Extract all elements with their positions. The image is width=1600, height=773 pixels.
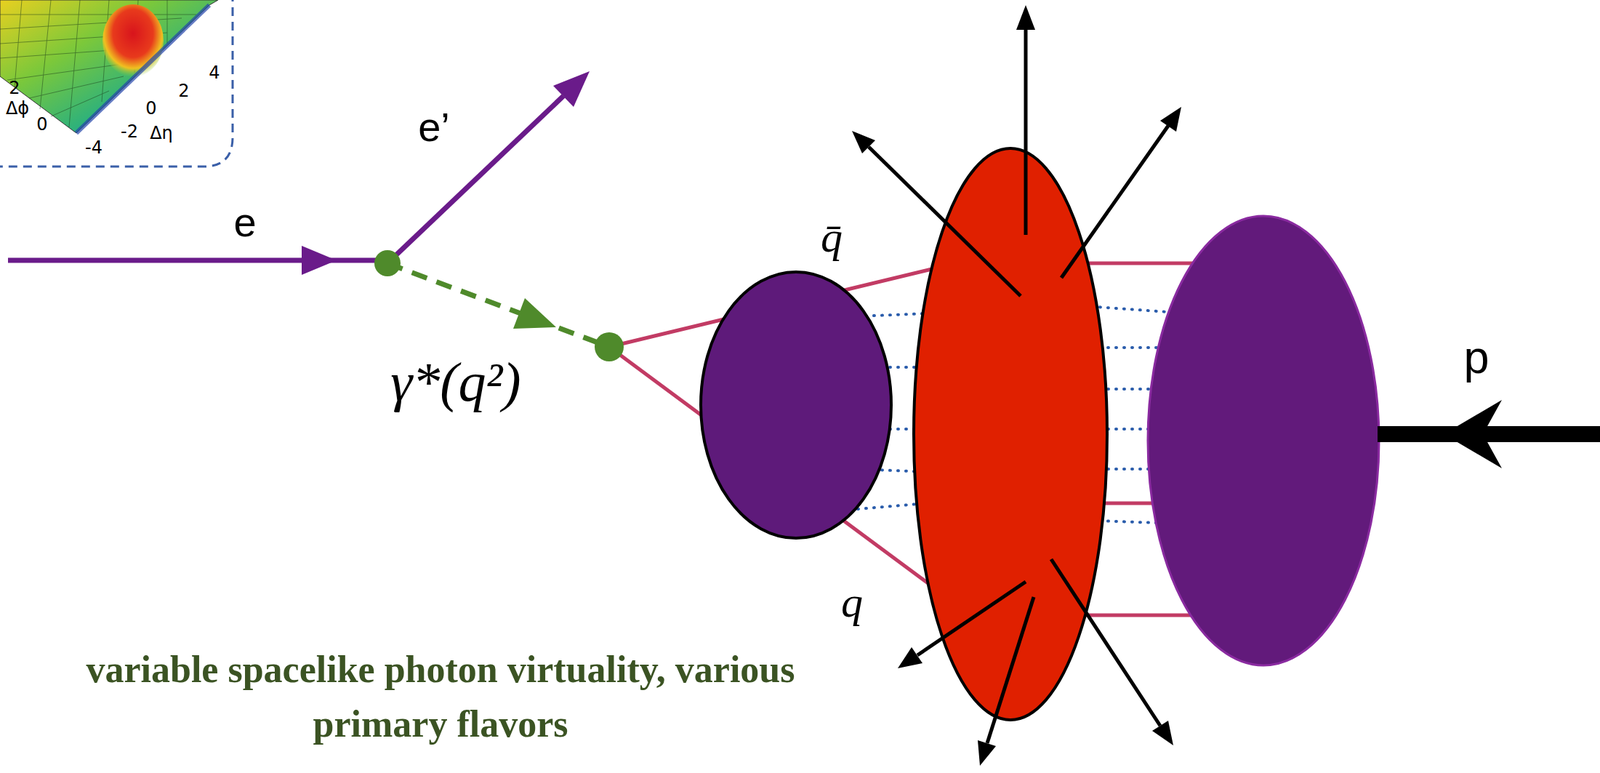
axis-label: Δϕ (5, 98, 30, 120)
surface-plot (0, 0, 219, 134)
dipole-blob (700, 271, 892, 538)
inset-border (0, 0, 233, 167)
tick-label: -2 (120, 122, 139, 143)
tick-label: 4 (208, 63, 220, 84)
photon-line (387, 263, 610, 347)
inset-plot (0, 0, 233, 167)
tick-label: -4 (85, 138, 103, 159)
arrow-head (553, 71, 590, 107)
proton-blob (1147, 215, 1380, 666)
particle-arrows (868, 28, 1169, 743)
tick-label: 0 (145, 98, 157, 120)
photon-label: γ*(q²) (390, 350, 521, 414)
particle-label: e (233, 199, 256, 246)
arrow-heads (851, 5, 1182, 766)
note-text: variable spacelike photon virtuality, va… (47, 641, 834, 752)
particle-label: q̄ (820, 212, 843, 263)
scattered-electron-line (387, 95, 564, 264)
particle-label: e’ (417, 103, 450, 151)
axis-label: Δη (149, 123, 174, 144)
particle-label: p (1463, 330, 1489, 384)
vertex (594, 332, 624, 362)
arrow-head (1443, 399, 1502, 469)
vertex (374, 250, 401, 277)
interaction-region (913, 148, 1108, 720)
correlation-peak (102, 4, 164, 78)
tick-label: 0 (36, 114, 48, 136)
proton-beam (1377, 425, 1600, 442)
arrow-head (513, 298, 557, 329)
tick-label: 2 (178, 81, 190, 102)
surface-mesh (0, 0, 197, 128)
particle-label: q (841, 577, 863, 628)
arrow-head (301, 245, 337, 275)
tick-label: 2 (8, 78, 20, 99)
